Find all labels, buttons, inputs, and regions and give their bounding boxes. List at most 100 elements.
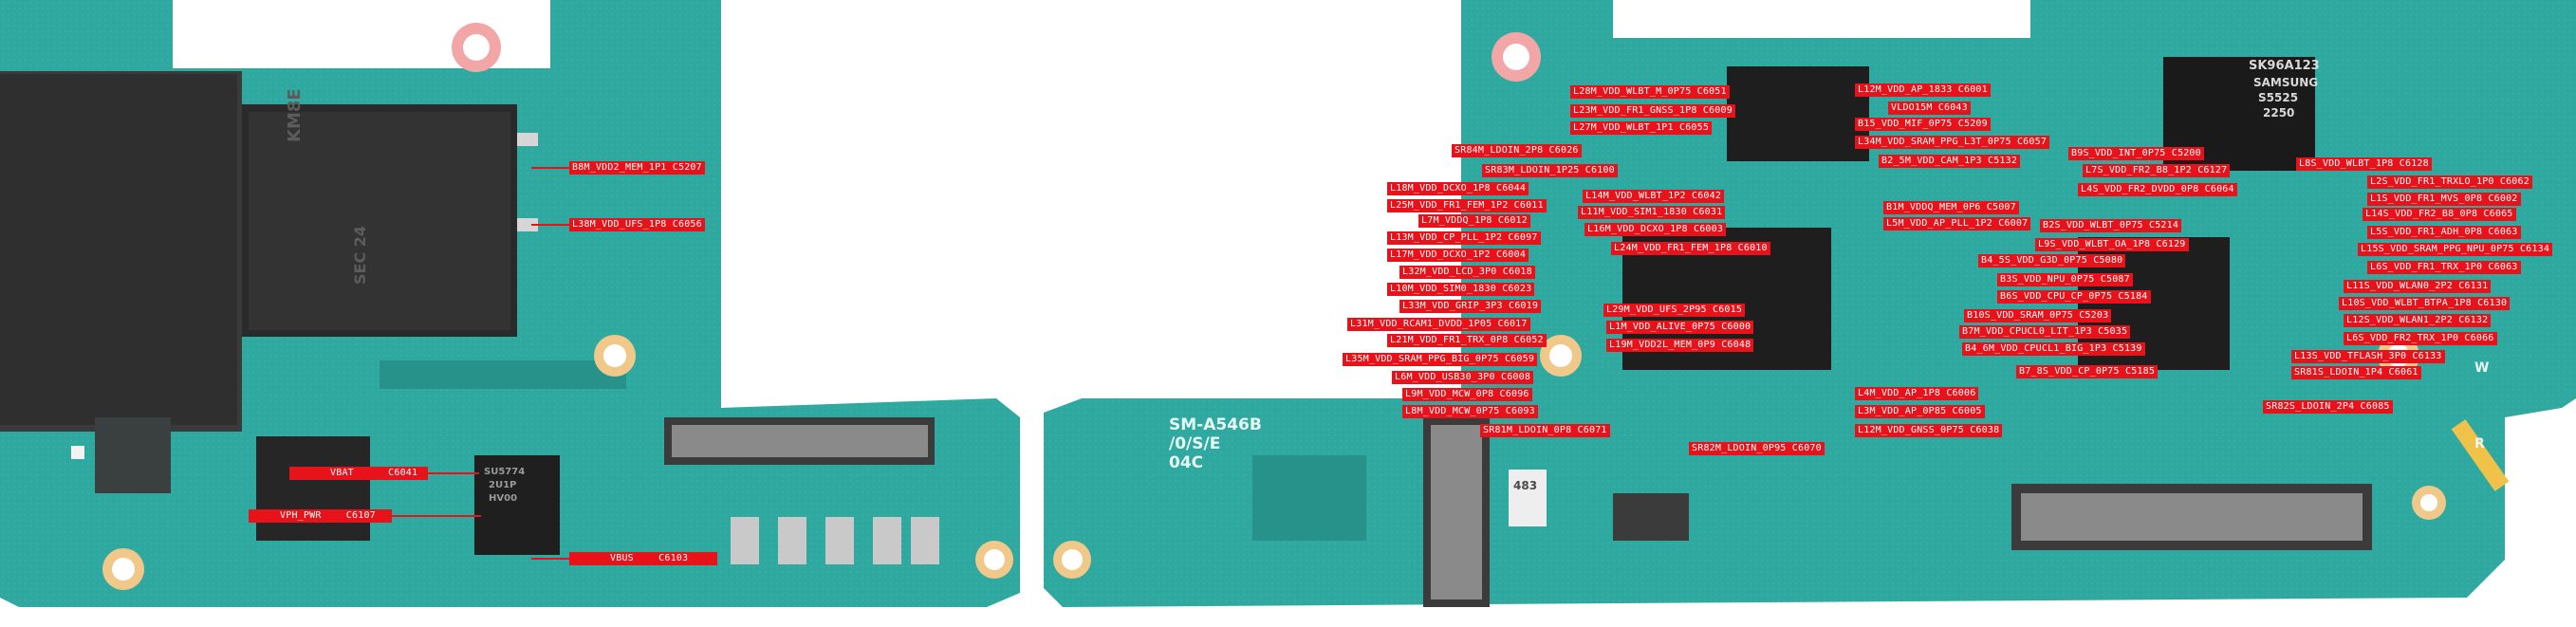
label-c5035: B7M_VDD_CPUCL0_LIT_1P3 C5035 (1959, 325, 2131, 339)
label-l38m-vdd-ufs: L38M_VDD_UFS_1P8 C6056 (569, 218, 705, 231)
label-c6131: L11S_VDD_WLAN0_2P2 C6131 (2344, 280, 2492, 293)
label-c6015: L29M_VDD_UFS_2P95 C6015 (1603, 304, 1746, 317)
label-c5203: B10S_VDD_SRAM_0P75 C5203 (1964, 309, 2112, 323)
label-net: L5S_VDD_FR1_ADH_0P8 (2370, 227, 2483, 237)
label-net: L13S_VDD_TFLASH_3P0 (2294, 351, 2407, 361)
label-ref: C6100 (1579, 165, 1615, 175)
label-ref: C6057 (2011, 137, 2048, 147)
label-c5007: B1M_VDDQ_MEM_0P6 C5007 (1883, 201, 2019, 214)
label-c6009: L23M_VDD_FR1_GNSS_1P8 C6009 (1570, 104, 1735, 118)
label-net: L7S_VDD_FR2_B8_1P2 (2085, 165, 2192, 175)
label-net: B4_5S_VDD_G3D_0P75 (1981, 255, 2087, 266)
chip-marking-4: 2250 (2263, 106, 2295, 120)
label-ref: C6085 (2354, 401, 2390, 412)
label-c6005: L3M_VDD_AP_0P85 C6005 (1855, 405, 1985, 418)
label-ref: C6129 (2150, 239, 2186, 249)
label-net: L33M_VDD_GRIP_3P3 (1402, 301, 1503, 311)
label-c5087: B3S_VDD_NPU_0P75 C5087 (1997, 273, 2133, 286)
label-net: L10S_VDD_WLBT_BTPA_1P8 (2342, 298, 2472, 308)
label-net: SR83M_LDOIN_1P25 (1485, 165, 1580, 175)
label-ref: C6041 (388, 468, 418, 478)
label-ref: C6038 (1963, 425, 2000, 435)
marker-w: W (2474, 360, 2490, 376)
label-ref: C6097 (1502, 232, 1538, 243)
label-c5184: B6S_VDD_CPU_CP_0P75 C5184 (1997, 290, 2151, 304)
label-ref: C6048 (1714, 340, 1751, 350)
label-net: L19M_VDD2L_MEM_0P9 (1609, 340, 1715, 350)
label-c6130: L10S_VDD_WLBT_BTPA_1P8 C6130 (2339, 297, 2511, 310)
label-c6051: L28M_VDD_WLBT_M_0P75 C6051 (1570, 85, 1730, 99)
label-ref: C6059 (1498, 354, 1535, 364)
label-c6063: L6S_VDD_FR1_TRX_1P0 C6063 (2367, 261, 2521, 274)
label-c6057: L34M_VDD_SRAM_PPG_L3T_0P75 C6057 (1855, 136, 2050, 149)
label-net: L18M_VDD_DCXO_1P8 (1390, 183, 1491, 194)
label-net: L6S_VDD_FR1_TRX_1P0 (2370, 262, 2483, 272)
label-ref: C6066 (2458, 333, 2494, 343)
label-b8m-vdd2-mem: B8M_VDD2_MEM_1P1 C5207 (569, 161, 705, 175)
label-c5209: B15_VDD_MIF_0P75 C5209 (1855, 118, 1991, 131)
chip-marking-3: S5525 (2258, 91, 2299, 104)
label-net: L8M_VDD_MCW_0P75 (1405, 406, 1500, 416)
label-ref: C6063 (2482, 262, 2518, 272)
label-net: VLDO15M (1891, 102, 1933, 113)
label-net: VBAT (330, 468, 354, 478)
label-c6070: SR82M_LDOIN_0P95 C6070 (1689, 442, 1825, 455)
label-net: B1M_VDDQ_MEM_0P6 (1886, 202, 1981, 212)
label-net: B4_6M_VDD_CPUCL1_BIG_1P3 (1965, 343, 2107, 354)
label-c6006: L4M_VDD_AP_1P8 C6006 (1855, 387, 1979, 400)
label-ref: C6128 (2393, 158, 2429, 169)
label-c6000: L1M_VDD_ALIVE_0P75 C6000 (1606, 321, 1754, 334)
label-ref: C6000 (1714, 322, 1751, 332)
label-net: B2_5M_VDD_CAM_1P3 (1881, 156, 1982, 166)
top-chip (1727, 66, 1869, 161)
label-net: L38M_VDD_UFS_1P8 (572, 219, 667, 230)
label-net: L12M_VDD_AP_1833 (1858, 84, 1953, 95)
label-c6044: L18M_VDD_DCXO_1P8 C6044 (1387, 182, 1529, 195)
label-net: B10S_VDD_SRAM_0P75 (1967, 310, 2073, 321)
label-net: L15S_VDD_SRAM_PPG_NPU_0P75 (2361, 244, 2514, 254)
label-c6007: L5M_VDD_AP_PLL_1P2 C6007 (1883, 217, 2031, 231)
label-net: L32M_VDD_LCD_3P0 (1402, 267, 1497, 277)
label-c6010: L24M_VDD_FR1_FEM_1P8 C6010 (1611, 242, 1770, 255)
label-ref: C5080 (2086, 255, 2123, 266)
label-ref: C6070 (1786, 443, 1822, 453)
label-net: L1M_VDD_ALIVE_0P75 (1609, 322, 1715, 332)
label-c6031: L11M_VDD_SIM1_1830 C6031 (1578, 206, 1726, 219)
label-net: L3M_VDD_AP_0P85 (1858, 406, 1947, 416)
label-ref: C5214 (2142, 220, 2179, 231)
label-ref: C5132 (1981, 156, 2018, 166)
label-net: L13M_VDD_CP_PLL_1P2 (1390, 232, 1503, 243)
label-net: L12M_VDD_GNSS_0P75 (1858, 425, 1964, 435)
label-net: L11S_VDD_WLAN0_2P2 (2346, 281, 2453, 291)
label-c5214: B2S_VDD_WLBT_0P75 C5214 (2040, 219, 2182, 232)
label-ref: C5203 (2072, 310, 2109, 321)
label-c6129: L9S_VDD_WLBT_OA_1P8 C6129 (2035, 238, 2189, 251)
label-ref: C6012 (1492, 215, 1528, 226)
label-c6003: L16M_VDD_DCXO_1P8 C6003 (1585, 223, 1727, 236)
rev-silkscreen: /0/S/E (1169, 434, 1221, 453)
label-net: SR84M_LDOIN_2P8 (1455, 145, 1544, 156)
label-ref: C6044 (1490, 183, 1527, 194)
chip-marking-2: SAMSUNG (2253, 76, 2319, 89)
label-net: L24M_VDD_FR1_FEM_1P8 (1614, 243, 1733, 253)
label-ref: C5207 (672, 162, 702, 173)
label-net: VBUS (610, 553, 634, 563)
label-ref: C6010 (1732, 243, 1768, 253)
label-ref: C5007 (1980, 202, 2016, 212)
label-ref: C6007 (1992, 218, 2029, 229)
label-net: L14M_VDD_WLBT_1P2 (1585, 191, 1686, 201)
label-net: L4M_VDD_AP_1P8 (1858, 388, 1941, 398)
label-net: L5M_VDD_AP_PLL_1P2 (1886, 218, 1992, 229)
label-c6008: L6M_VDD_USB30_3P0 C6008 (1392, 371, 1534, 384)
label-c5132: B2_5M_VDD_CAM_1P3 C5132 (1879, 155, 2021, 168)
label-c6026: SR84M_LDOIN_2P8 C6026 (1452, 144, 1582, 157)
label-ref: C6018 (1496, 267, 1532, 277)
label-net: SR81M_LDOIN_0P8 (1483, 425, 1572, 435)
label-net: L28M_VDD_WLBT_M_0P75 (1573, 86, 1692, 97)
label-net: L12S_VDD_WLAN1_2P2 (2346, 315, 2453, 325)
label-ref: C6001 (1952, 84, 1988, 95)
label-c6043: VLDO15M C6043 (1888, 101, 1971, 115)
label-c6085: SR82S_LDOIN_2P4 C6085 (2263, 400, 2393, 414)
label-ref: C6015 (1706, 304, 1743, 315)
